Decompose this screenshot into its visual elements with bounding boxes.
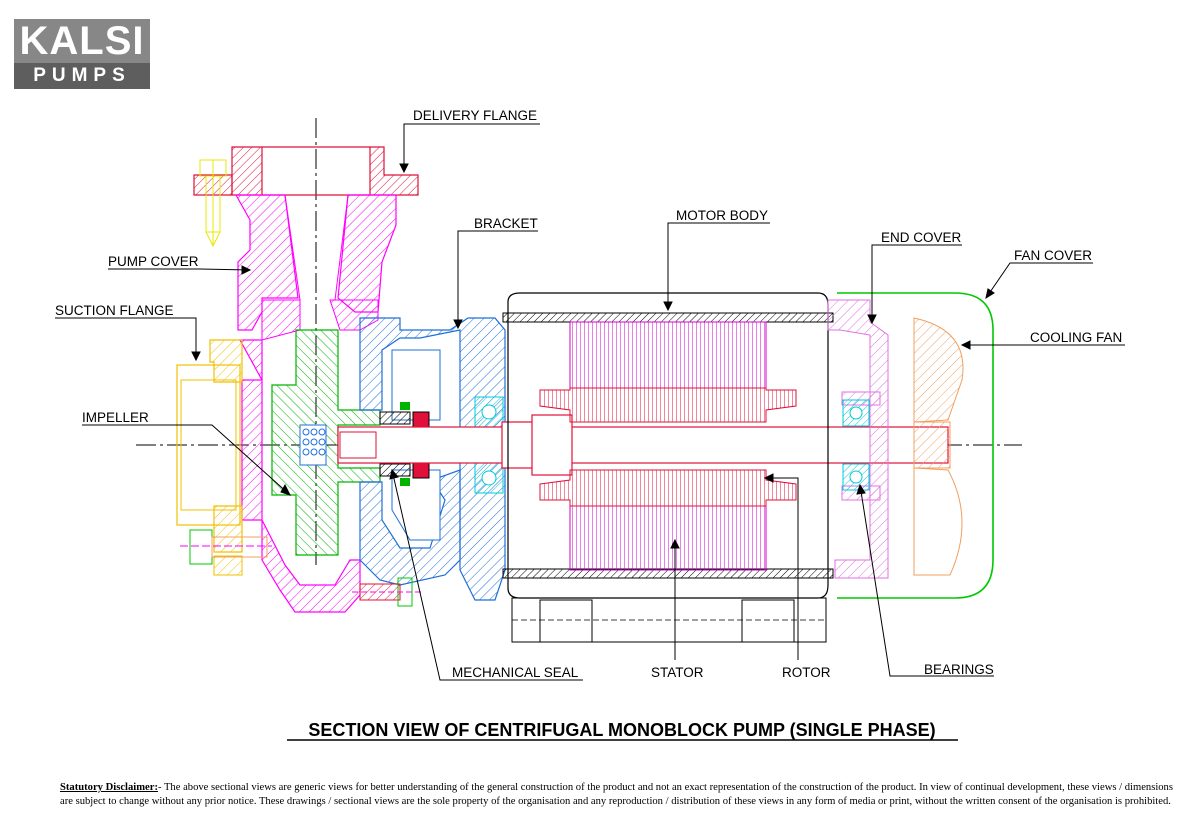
suction-flange-part: [176, 339, 243, 576]
label-end-cover: END COVER: [881, 230, 962, 245]
motor-body-part: [502, 292, 834, 643]
label-stator: STATOR: [651, 665, 704, 680]
label-delivery-flange: DELIVERY FLANGE: [413, 108, 537, 123]
disclaimer-heading: Statutory Disclaimer:: [60, 782, 158, 793]
pump-casing: [234, 194, 397, 613]
label-pump-cover: PUMP COVER: [108, 254, 199, 269]
label-fan-cover: FAN COVER: [1014, 248, 1092, 263]
label-motor-body: MOTOR BODY: [676, 208, 768, 223]
statutory-disclaimer: Statutory Disclaimer:- The above section…: [60, 781, 1180, 808]
end-cover-part: [827, 299, 889, 579]
suction-bolt: [180, 529, 272, 565]
label-mechanical-seal: MECHANICAL SEAL: [452, 665, 579, 680]
disclaimer-text: - The above sectional views are generic …: [60, 782, 1173, 807]
casing-drain-bolt: [352, 577, 422, 607]
label-suction-flange: SUCTION FLANGE: [55, 303, 174, 318]
leader-lines: [55, 123, 1125, 681]
delivery-bolt: [199, 159, 227, 248]
label-cooling-fan: COOLING FAN: [1030, 330, 1122, 345]
rear-bearing: [842, 399, 870, 491]
label-impeller: IMPELLER: [82, 410, 149, 425]
delivery-flange-part: [193, 146, 419, 196]
drawing-title: SECTION VIEW OF CENTRIFUGAL MONOBLOCK PU…: [308, 720, 935, 740]
fan-cover-part: [837, 292, 994, 599]
logo-line-1: KALSI: [19, 19, 145, 63]
label-rotor: ROTOR: [782, 665, 831, 680]
shaft: [337, 414, 951, 476]
company-logo: KALSI PUMPS: [14, 19, 150, 89]
logo-line-2: PUMPS: [33, 65, 131, 86]
front-bearing: [474, 396, 504, 494]
stator-part: [569, 321, 767, 571]
rotor-part: [539, 387, 797, 507]
cooling-fan-part: [913, 317, 964, 576]
label-bracket: BRACKET: [474, 216, 538, 231]
label-bearings: BEARINGS: [924, 662, 994, 677]
